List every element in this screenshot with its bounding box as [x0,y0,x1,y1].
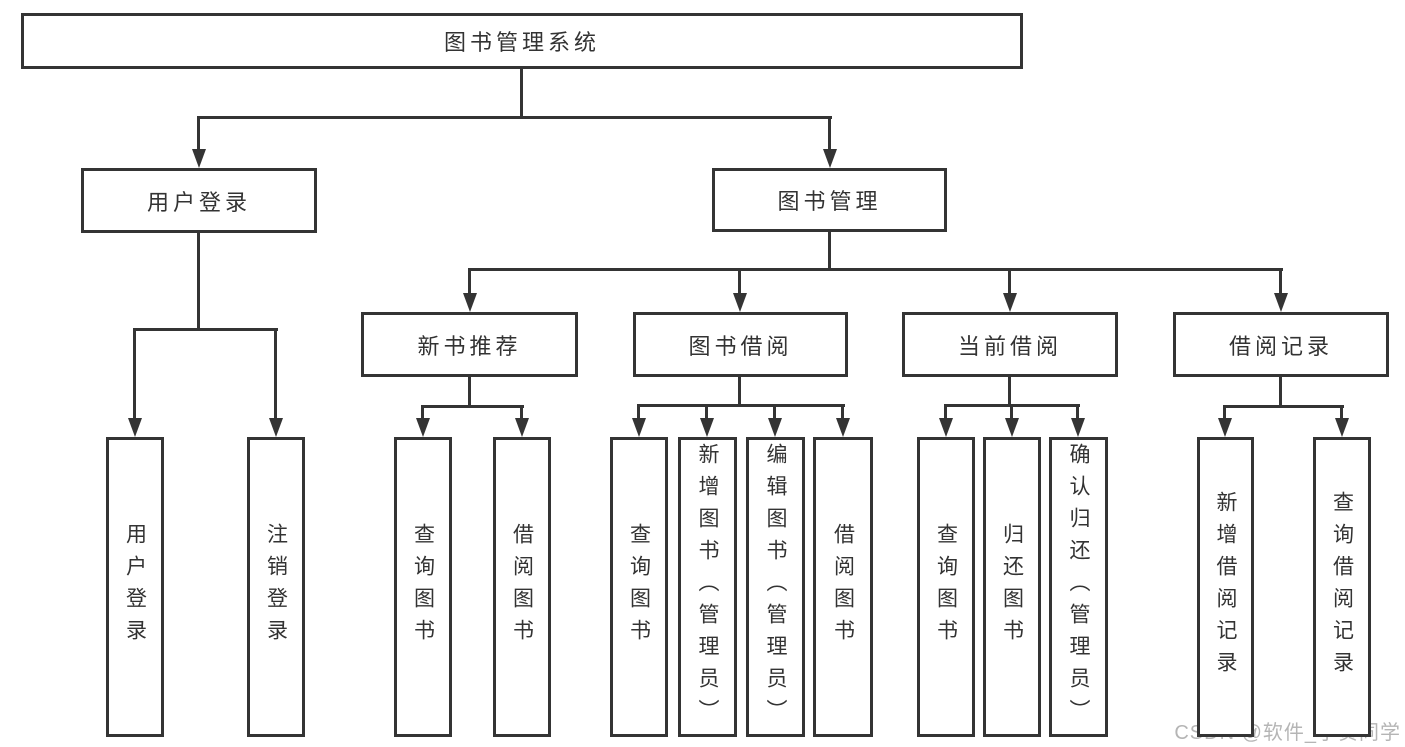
arrow-down-icon [1335,418,1349,437]
connector-split-line [637,404,845,407]
connector-arrow-line [520,407,523,423]
node-leaf-confirm-return-admin: 确认归还（管理员） [1049,437,1108,737]
arrow-down-icon [939,418,953,437]
connector-arrow-line [1223,407,1226,423]
node-leaf-borrow-book: 借阅图书 [813,437,873,737]
connector-arrow-line [421,407,424,423]
arrow-down-icon [269,418,283,437]
connector-arrow-line [1076,406,1079,423]
connector-arrow-line [1008,270,1011,298]
connector-arrow-line [1279,270,1282,298]
connector-stub-line [1008,377,1011,406]
node-leaf-borrow-book-rec: 借阅图书 [493,437,551,737]
connector-arrow-line [841,406,844,423]
connector-split-line [1223,405,1344,408]
arrow-down-icon [700,418,714,437]
node-leaf-return-book: 归还图书 [983,437,1041,737]
connector-stub-line [738,377,741,406]
arrow-down-icon [836,418,850,437]
node-leaf-query-book: 查询图书 [610,437,668,737]
arrow-down-icon [632,418,646,437]
connector-stub-line [197,233,200,330]
connector-arrow-line [828,118,831,154]
connector-arrow-line [1010,406,1013,423]
connector-split-line [944,404,1080,407]
node-leaf-query-current: 查询图书 [917,437,975,737]
node-leaf-edit-book-admin: 编辑图书（管理员） [746,437,805,737]
arrow-down-icon [1218,418,1232,437]
arrow-down-icon [128,418,142,437]
arrow-down-icon [515,418,529,437]
arrow-down-icon [463,293,477,312]
connector-arrow-line [468,270,471,298]
node-book-mgmt: 图书管理 [712,168,947,232]
connector-stub-line [468,377,471,407]
connector-arrow-line [197,118,200,154]
arrow-down-icon [768,418,782,437]
connector-split-line [133,328,278,331]
node-leaf-add-book-admin: 新增图书（管理员） [678,437,737,737]
arrow-down-icon [192,149,206,168]
node-book-borrow: 图书借阅 [633,312,848,377]
arrow-down-icon [823,149,837,168]
connector-arrow-line [133,330,136,423]
connector-stub-line [520,69,523,118]
connector-arrow-line [637,406,640,423]
node-leaf-query-borrow-record: 查询借阅记录 [1313,437,1371,737]
connector-arrow-line [1340,407,1343,423]
arrow-down-icon [1005,418,1019,437]
connector-arrow-line [738,270,741,298]
arrow-down-icon [416,418,430,437]
connector-split-line [468,268,1283,271]
node-user-login: 用户登录 [81,168,317,233]
arrow-down-icon [1003,293,1017,312]
node-new-book-rec: 新书推荐 [361,312,578,377]
connector-stub-line [828,232,831,270]
node-root: 图书管理系统 [21,13,1023,69]
node-leaf-query-book-rec: 查询图书 [394,437,452,737]
connector-stub-line [1279,377,1282,407]
node-leaf-user-login: 用户登录 [106,437,164,737]
arrow-down-icon [733,293,747,312]
arrow-down-icon [1274,293,1288,312]
connector-arrow-line [944,406,947,423]
node-leaf-logout: 注销登录 [247,437,305,737]
connector-arrow-line [274,330,277,423]
node-current-borrow: 当前借阅 [902,312,1118,377]
connector-arrow-line [773,406,776,423]
connector-arrow-line [705,406,708,423]
connector-split-line [421,405,524,408]
node-borrow-record: 借阅记录 [1173,312,1389,377]
arrow-down-icon [1071,418,1085,437]
connector-split-line [197,116,832,119]
node-leaf-add-borrow-record: 新增借阅记录 [1197,437,1254,737]
